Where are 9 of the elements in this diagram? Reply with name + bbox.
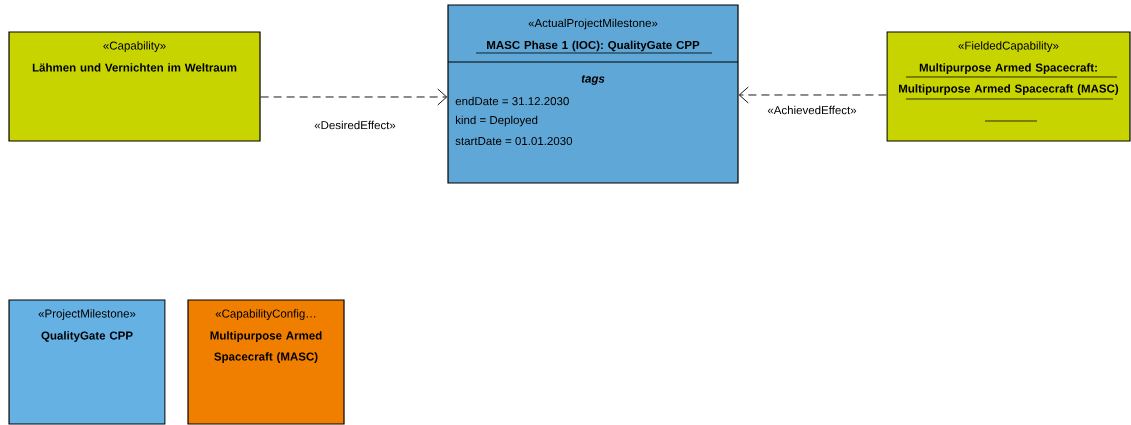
dependency-arrow xyxy=(260,88,448,106)
dependency-arrow xyxy=(738,86,887,104)
edge-label: «DesiredEffect» xyxy=(313,119,397,131)
class-box: «ActualProjectMilestone» MASC Phase 1 (IOC): QualityGate CPP tags endDate = 31.12.2030 kind = Deployed startDate = 01.01.2030 xyxy=(447,4,739,184)
class-box: «FieldedCapability» Multipurpose Armed Spacecraft: Multipurpose Armed Spacecraft (MASC) xyxy=(886,31,1131,142)
class-box: «Capability» Lähmen und Vernichten im Weltraum xyxy=(8,31,261,142)
edge-label: «AchievedEffect» xyxy=(766,104,858,116)
class-box: «ProjectMilestone» QualityGate CPP xyxy=(8,299,166,425)
class-box: «CapabilityConfig… Multipurpose Armed Spacecraft (MASC) xyxy=(187,299,345,425)
